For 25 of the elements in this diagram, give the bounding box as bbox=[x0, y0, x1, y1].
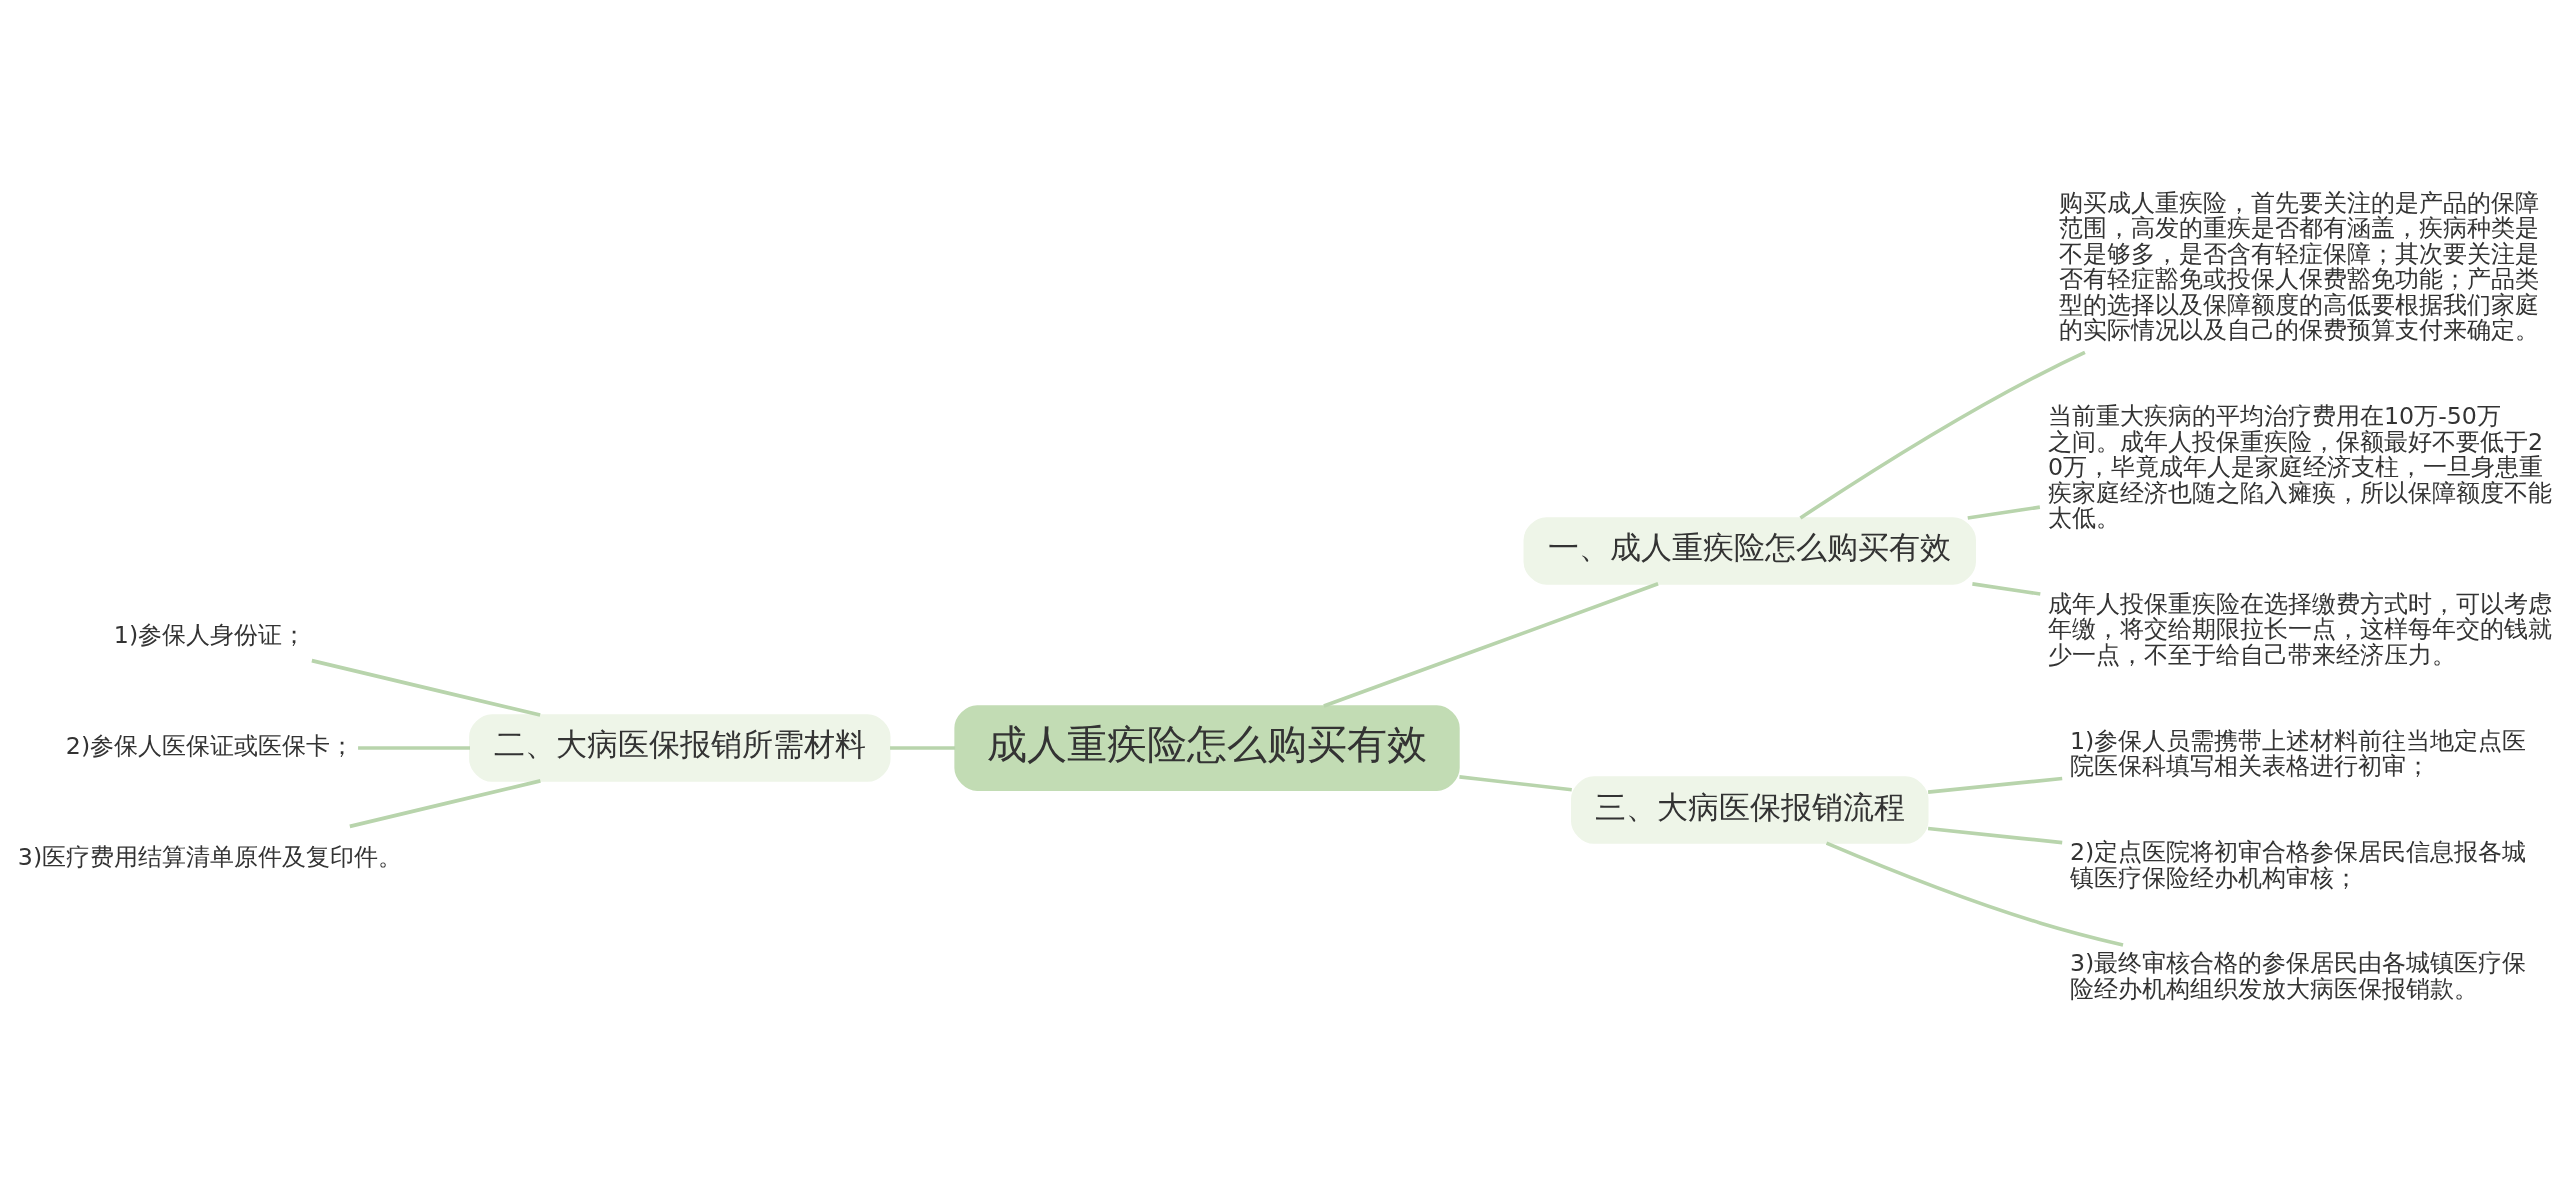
node-text: 2)参保人医保证或医保卡； bbox=[65, 732, 355, 761]
connector bbox=[1799, 350, 2086, 520]
node-text: 1)参保人身份证； bbox=[113, 620, 307, 649]
connector bbox=[1323, 582, 1659, 708]
node-text: 3)最终审核合格的参保居民由各城镇医疗保险经办机构组织发放大病医保报销款。 bbox=[2069, 949, 2527, 1003]
connector bbox=[358, 746, 470, 750]
node-text: 成年人投保重疾险在选择缴费方式时，可以考虑年缴，将交给期限拉长一点，这样每年交的钱就少一点，不至于给自己带来经济压力。 bbox=[2048, 589, 2553, 669]
connector bbox=[1967, 505, 2041, 520]
node-box: 一、成人重疾险怎么购买有效 bbox=[1523, 517, 1976, 585]
connector bbox=[1927, 826, 2063, 845]
node-text: 当前重大疾病的平均治疗费用在10万-50万之间。成年人投保重疾险，保额最好不要低于20万，毕竟成年人是家庭经济支柱，一旦身患重疾家庭经济也随之陷入瘫痪，所以保障额度不能太低。 bbox=[2048, 402, 2553, 533]
node-text: 1)参保人员需携带上述材料前往当地定点医院医保科填写相关表格进行初审； bbox=[2069, 726, 2527, 781]
node-box: 成人重疾险怎么购买有效 bbox=[954, 705, 1460, 791]
connector bbox=[1972, 582, 2041, 596]
node-text: 购买成人重疾险，首先要关注的是产品的保障范围，高发的重疾是否都有涵盖，疾病种类是不是够多，是否含有轻症保障；其次要关注是否有轻症豁免或投保人保费豁免功能；产品类型的选择以及保障额度的高低要根据我们家庭的实际情况以及自己的保费预算支付来确定。 bbox=[2058, 188, 2539, 345]
connector bbox=[311, 658, 541, 717]
node-text: 2)定点医院将初审合格参保居民信息报各城镇医疗保险经办机构审核； bbox=[2069, 838, 2527, 892]
node-text: 3)医疗费用结算清单原件及复印件。 bbox=[17, 843, 403, 872]
connector bbox=[1459, 775, 1572, 792]
node-box: 三、大病医保报销流程 bbox=[1571, 776, 1929, 844]
connector bbox=[349, 779, 541, 829]
connector bbox=[1825, 841, 2124, 947]
node-box: 二、大病医保报销所需材料 bbox=[469, 714, 891, 782]
connector bbox=[890, 746, 956, 750]
connector bbox=[1927, 776, 2063, 794]
